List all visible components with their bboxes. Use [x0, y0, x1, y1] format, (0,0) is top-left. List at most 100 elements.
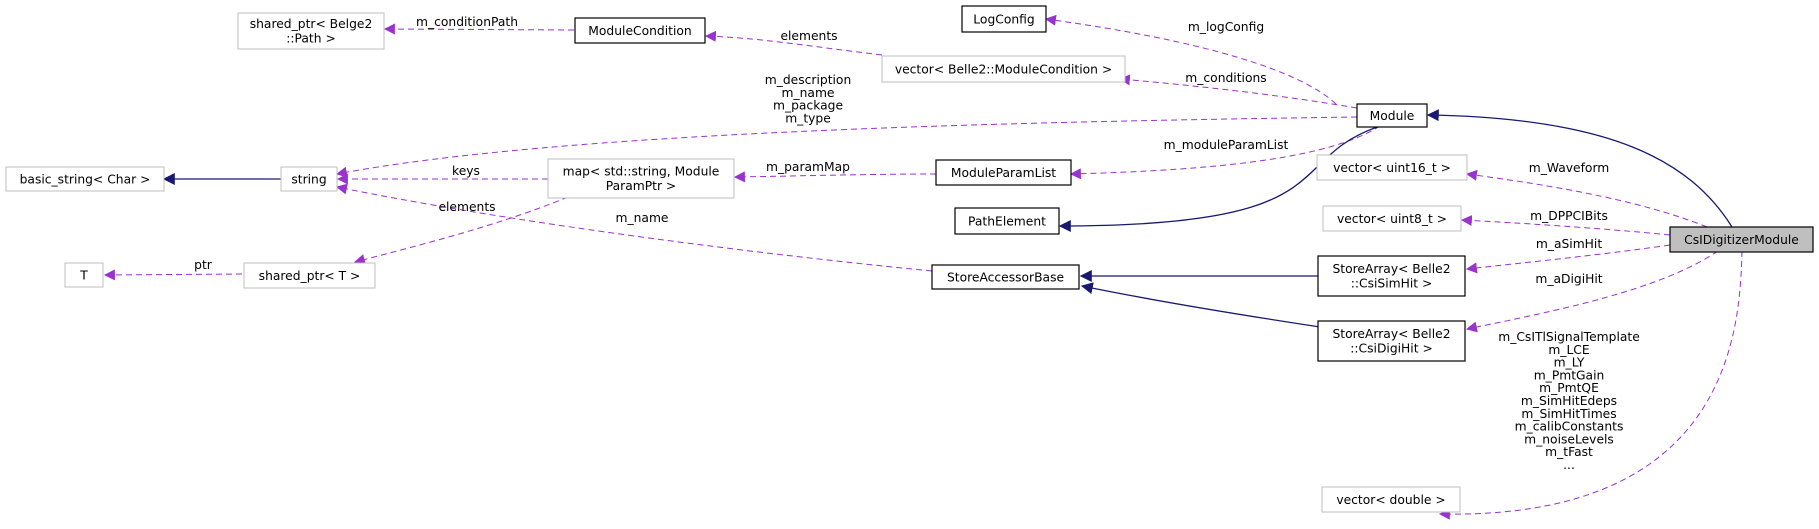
edge-label-line: m_aSimHit: [1536, 237, 1603, 251]
node-box: [961, 5, 1047, 33]
edge-label-line: m_SimHitEdeps: [1521, 394, 1617, 408]
node-t[interactable]: T: [64, 262, 104, 288]
node-module-param-list[interactable]: ModuleParamList: [935, 159, 1072, 186]
node-module[interactable]: Module: [1356, 103, 1428, 128]
node-label: CsIDigitizerModule: [1684, 233, 1799, 247]
node-label: ::CsiDigiHit >: [1350, 342, 1433, 356]
node-label: T: [79, 268, 88, 282]
node-label: vector< double >: [1336, 493, 1445, 507]
node-store-accessor-base[interactable]: StoreAccessorBase: [931, 264, 1080, 290]
edge-label-line: ...: [1563, 458, 1575, 472]
node-csi-digitizer-module[interactable]: CsIDigitizerModule: [1669, 226, 1814, 253]
node-label: Module: [1370, 109, 1415, 123]
edge-label-line: m_name: [781, 86, 834, 100]
node-box: [237, 12, 385, 50]
edge-label-line: m_description: [765, 73, 852, 87]
edge-param-map: [733, 171, 937, 183]
edge-labels: m_conditionPath elements m_logConfig m_c…: [194, 15, 1640, 472]
node-vector-double[interactable]: vector< double >: [1321, 486, 1461, 513]
node-label: map< std::string, Module: [563, 165, 720, 179]
node-box: [1321, 486, 1461, 513]
node-shared-ptr-path[interactable]: shared_ptr< Belge2::Path >: [237, 12, 385, 50]
edge-label-line: m_CsITlSignalTemplate: [1498, 330, 1640, 344]
node-box: [935, 159, 1072, 186]
node-module-condition[interactable]: ModuleCondition: [574, 17, 706, 44]
node-label: basic_string< Char >: [20, 172, 151, 186]
edge-label-line: m_noiseLevels: [1524, 432, 1614, 446]
edge-label-line: m_paramMap: [766, 160, 850, 174]
edge-a-sim-hit: [1465, 244, 1671, 274]
edge-inherit-path-element: [1058, 125, 1381, 232]
edge-label-line: m_logConfig: [1188, 20, 1264, 34]
edge-label-line: m_conditionPath: [416, 15, 518, 29]
edge-inherit-store-digi: [1080, 282, 1341, 331]
label-condition-path: m_conditionPath: [416, 15, 518, 29]
edge-a-digi-hit: [1465, 250, 1719, 333]
label-ptr: ptr: [194, 258, 213, 272]
label-a-digi-hit: m_aDigiHit: [1535, 272, 1602, 286]
node-label: StoreArray< Belle2: [1332, 262, 1450, 276]
node-store-array-csi-sim-hit[interactable]: StoreArray< Belle2::CsiSimHit >: [1317, 255, 1466, 297]
edge-label-line: m_calibConstants: [1515, 420, 1624, 434]
edge-label-line: m_SimHitTimes: [1521, 407, 1616, 421]
node-box: [881, 55, 1126, 83]
edge-elements-map: [353, 196, 569, 265]
edge-label-line: m_PmtGain: [1534, 368, 1605, 382]
edge-label-line: m_LY: [1554, 356, 1585, 370]
node-box: [574, 17, 706, 44]
node-path-element[interactable]: PathElement: [954, 207, 1060, 235]
node-box: [1317, 255, 1466, 297]
node-string[interactable]: string: [280, 166, 338, 192]
node-box: [243, 262, 376, 289]
nodes: shared_ptr< Belge2::Path > ModuleConditi…: [5, 5, 1814, 513]
node-basic-string[interactable]: basic_string< Char >: [5, 166, 165, 192]
edge-inherit-module: [1426, 109, 1733, 228]
edge-label-line: m_PmtQE: [1539, 381, 1599, 395]
edge-string-members: [335, 116, 1358, 178]
edge-label-line: m_conditions: [1185, 71, 1266, 85]
node-box: [547, 158, 735, 199]
node-label: ParamPtr >: [606, 179, 676, 193]
edge-label-line: m_aDigiHit: [1535, 272, 1602, 286]
node-vector-module-condition[interactable]: vector< Belle2::ModuleCondition >: [881, 55, 1126, 83]
edge-label-line: m_moduleParamList: [1164, 138, 1289, 152]
node-log-config[interactable]: LogConfig: [961, 5, 1047, 33]
node-box: [931, 264, 1080, 290]
node-shared-ptr-t[interactable]: shared_ptr< T >: [243, 262, 376, 289]
node-box: [64, 262, 104, 288]
node-box: [1322, 205, 1462, 232]
edge-label-line: m_Waveform: [1529, 161, 1610, 175]
label-keys: keys: [452, 164, 480, 178]
edges: [103, 14, 1743, 520]
label-conditions: m_conditions: [1185, 71, 1266, 85]
edge-label-line: m_tFast: [1545, 445, 1593, 459]
node-label: string: [291, 172, 326, 186]
edge-doubles: [1438, 250, 1743, 520]
edge-condition-path: [383, 23, 575, 35]
label-log-config: m_logConfig: [1188, 20, 1264, 34]
edge-name: [335, 183, 933, 272]
node-label: shared_ptr< T >: [259, 269, 361, 283]
node-box: [1669, 226, 1814, 253]
node-label: vector< Belle2::ModuleCondition >: [895, 62, 1112, 76]
node-label: ::Path >: [286, 32, 336, 46]
edge-label-line: elements: [780, 29, 837, 43]
node-label: StoreArray< Belle2: [1332, 327, 1450, 341]
node-box: [1356, 103, 1428, 128]
edge-label-line: m_type: [785, 111, 831, 125]
edge-module-param-list: [1069, 125, 1381, 180]
node-label: ::CsiSimHit >: [1351, 277, 1433, 291]
edge-label-line: m_package: [773, 99, 843, 113]
node-store-array-csi-digi-hit[interactable]: StoreArray< Belle2::CsiDigiHit >: [1317, 320, 1466, 362]
node-vector-uint8[interactable]: vector< uint8_t >: [1322, 205, 1462, 232]
node-label: vector< uint8_t >: [1337, 212, 1447, 226]
edge-label-line: elements: [438, 200, 495, 214]
label-waveform: m_Waveform: [1529, 161, 1610, 175]
node-vector-uint16[interactable]: vector< uint16_t >: [1316, 154, 1468, 181]
label-elements-top: elements: [780, 29, 837, 43]
edge-label-line: m_LCE: [1548, 343, 1589, 357]
